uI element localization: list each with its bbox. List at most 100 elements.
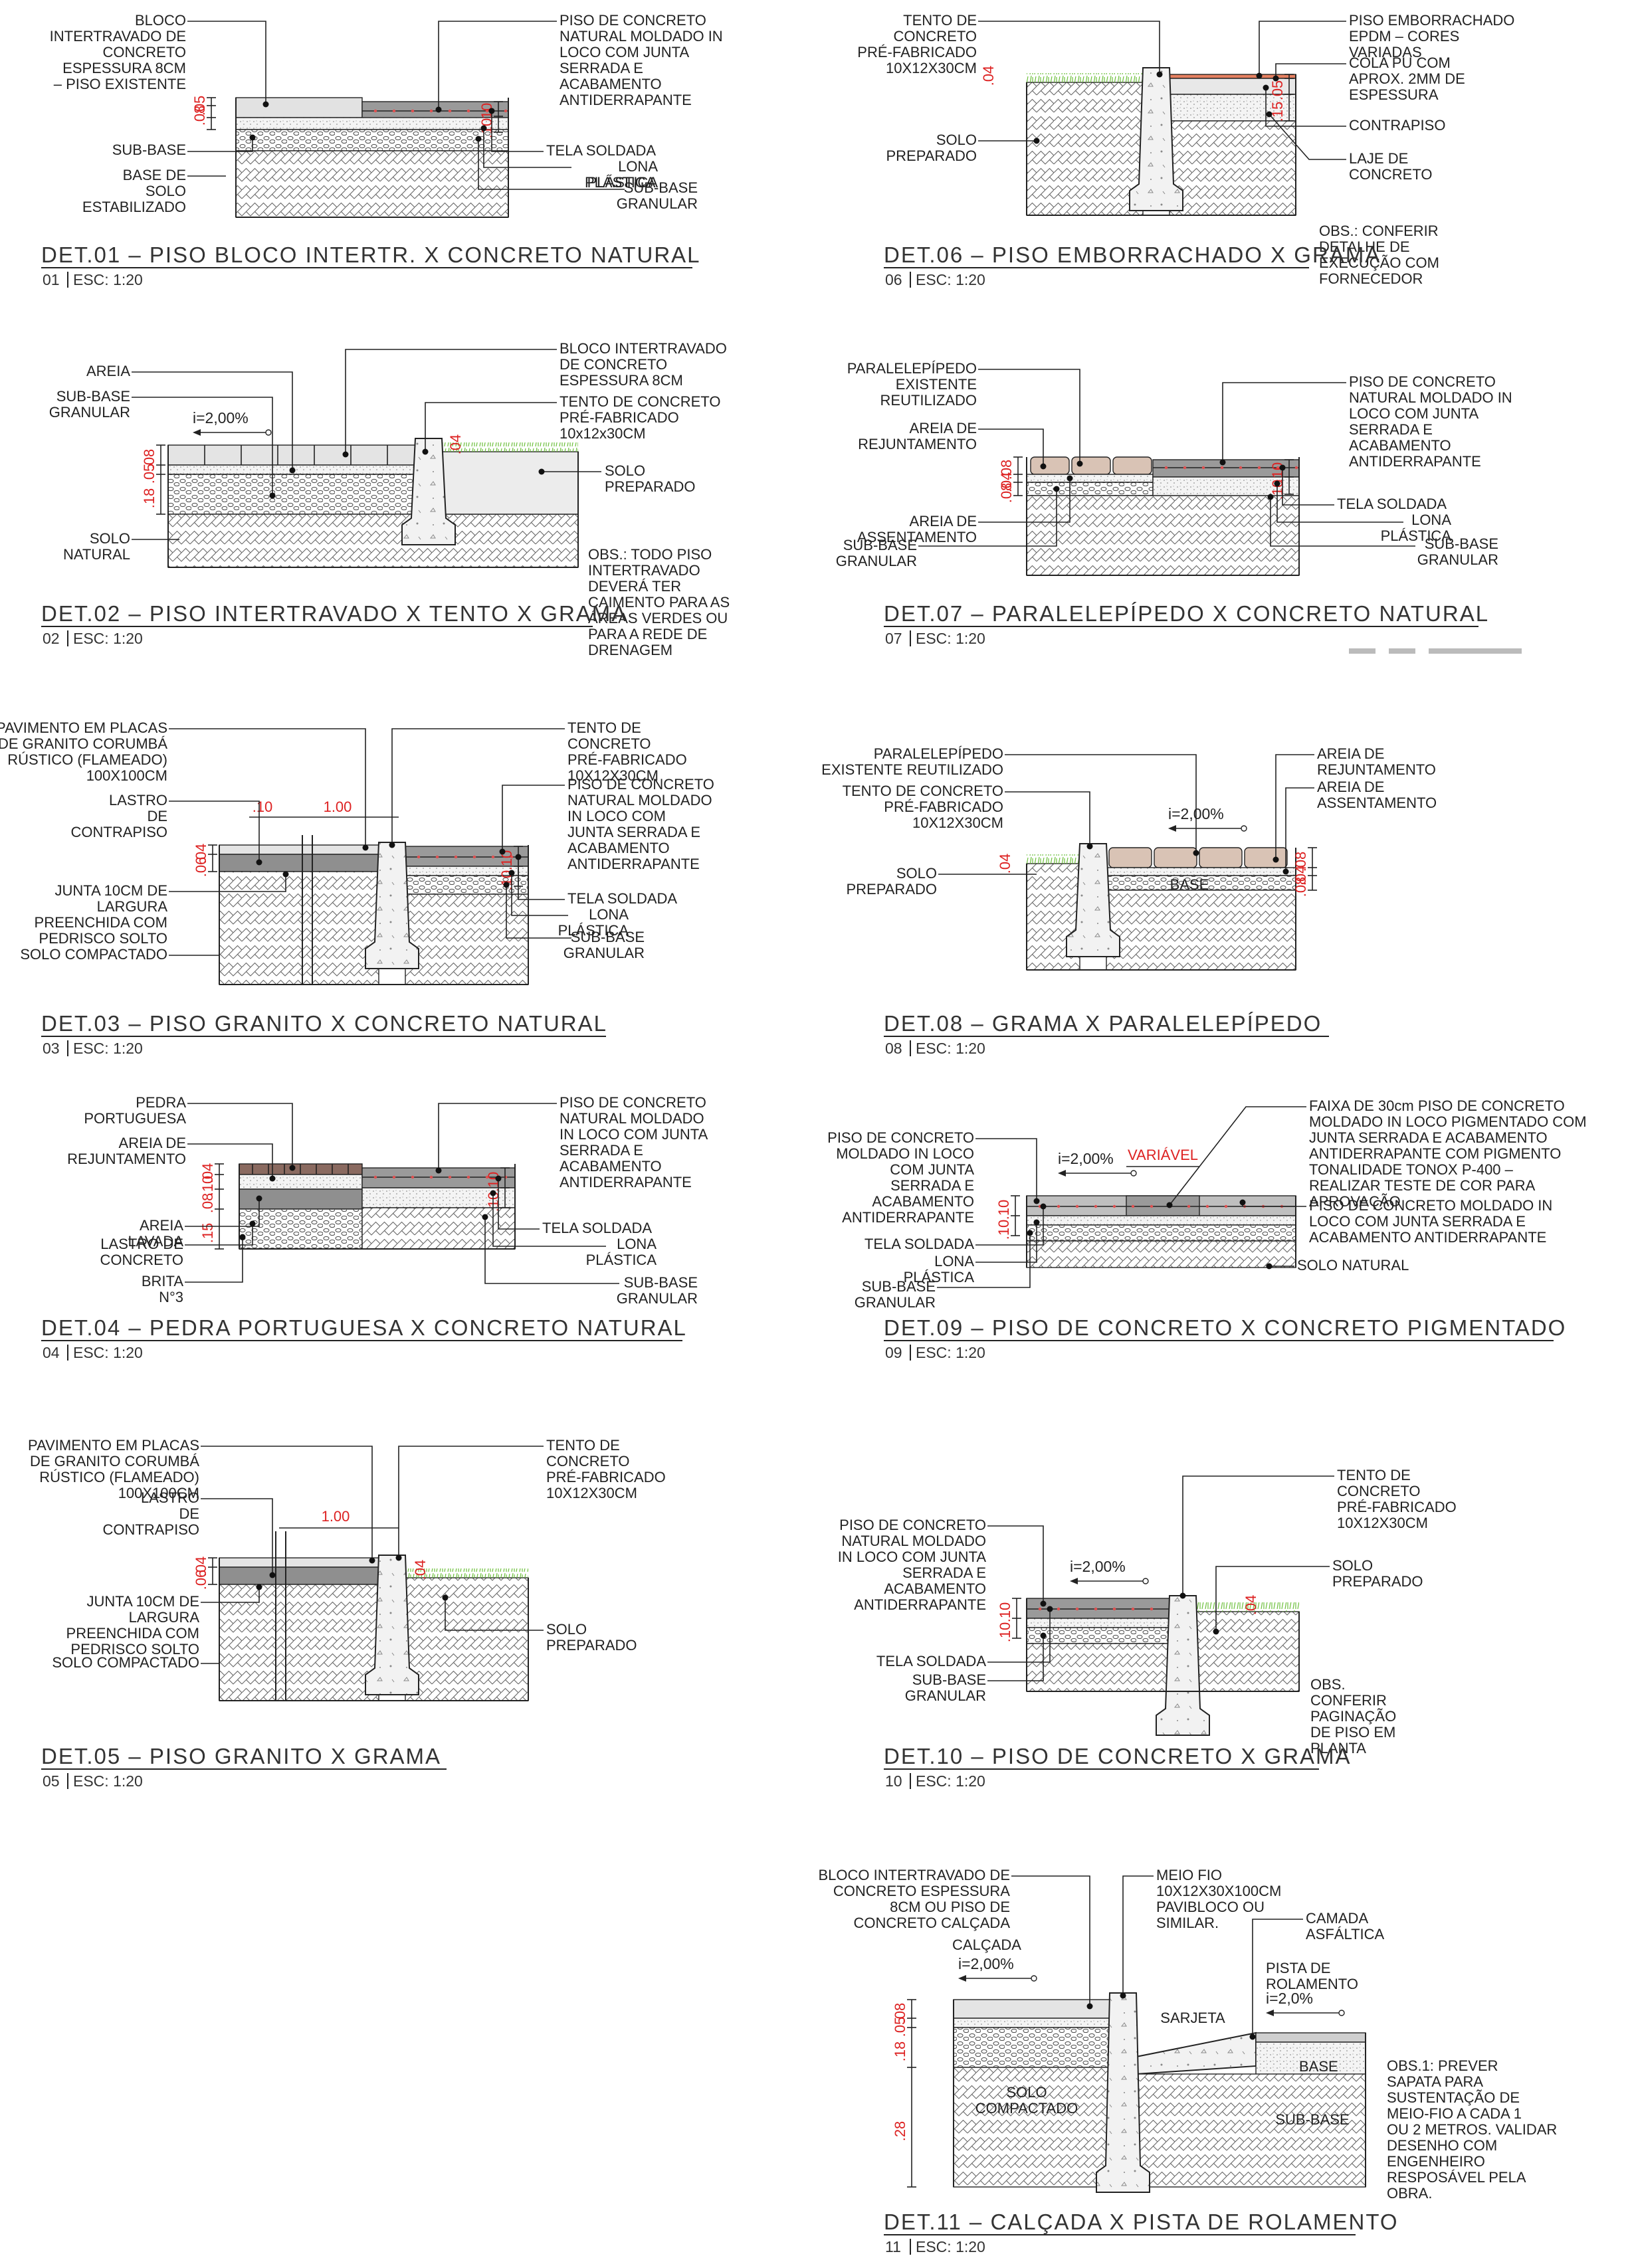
- mesh-node: [466, 109, 470, 113]
- detail-title: DET.05 – PISO GRANITO X GRAMA: [41, 1744, 441, 1768]
- slope-label: i=2,0%: [1266, 1990, 1313, 2007]
- leader-dot: [435, 1167, 442, 1174]
- detail-scale: ESC: 1:20: [916, 2238, 985, 2255]
- mesh-node: [373, 109, 377, 113]
- callout-label: SOLO COMPACTADO: [52, 1654, 199, 1671]
- leader-dot: [1256, 72, 1263, 79]
- detail-title: DET.11 – CALÇADA X PISTA DE ROLAMENTO: [884, 2210, 1399, 2234]
- leader-line: [978, 478, 1070, 523]
- sand-layer: [953, 2018, 1110, 2028]
- detail-title: DET.02 – PISO INTERTRAVADO X TENTO X GRA…: [41, 601, 627, 626]
- leader-dot: [1040, 1203, 1047, 1210]
- concrete-slab-layer: [405, 846, 529, 867]
- dimension-label: .04: [193, 844, 209, 864]
- mesh-node: [448, 109, 452, 113]
- dimension-label: .08: [998, 460, 1015, 480]
- leader-line: [1285, 787, 1314, 872]
- leader-dot: [262, 101, 269, 108]
- leader-dot: [1239, 1199, 1246, 1206]
- mesh-node: [392, 109, 396, 113]
- dimension-label: .04: [980, 66, 997, 86]
- leader-dot: [282, 871, 289, 878]
- mesh-node: [504, 109, 508, 113]
- leader-line: [937, 1233, 1031, 1288]
- dimension-label: .15: [1269, 102, 1286, 122]
- leader-line: [498, 1179, 540, 1230]
- leader-dot: [1033, 1198, 1040, 1204]
- leader-dot: [515, 854, 522, 860]
- sand-layer: [361, 1187, 516, 1208]
- mesh-node: [1150, 1607, 1154, 1611]
- cobblestone: [1244, 847, 1288, 868]
- leader-dot: [480, 125, 487, 132]
- leader-line: [1270, 497, 1415, 547]
- soil-layer: [1026, 1240, 1296, 1268]
- detail-scale: ESC: 1:20: [916, 630, 985, 647]
- dimension-label: .28: [892, 2121, 908, 2142]
- leader-line: [187, 138, 253, 152]
- dimension-label: .05: [892, 2017, 908, 2037]
- mesh-node: [1183, 466, 1187, 470]
- leader-line: [201, 1498, 273, 1575]
- callout-label: TELA SOLDADA: [546, 142, 656, 159]
- mesh-node: [1131, 1607, 1135, 1611]
- mesh-node: [485, 109, 489, 113]
- dimension-label: .04: [997, 854, 1013, 874]
- leader-line: [438, 1103, 557, 1171]
- variable-width-label: VARIÁVEL: [1128, 1147, 1198, 1163]
- leader-dot: [395, 1555, 402, 1561]
- grass-symbol: [442, 442, 578, 452]
- leader-line: [511, 873, 568, 916]
- callout-label: TELA SOLDADA: [876, 1653, 986, 1669]
- leader-line: [445, 1598, 544, 1631]
- slope-arrowhead: [1070, 1578, 1078, 1584]
- sub-base-layer: [953, 2027, 1110, 2068]
- screed-layer: [219, 854, 379, 872]
- sand-layer: [1026, 1215, 1296, 1226]
- detail-number: 05: [43, 1772, 60, 1790]
- slope-origin: [1241, 825, 1247, 832]
- dimension-label: .08: [1292, 877, 1309, 898]
- dimension-label: .10: [995, 1200, 1012, 1220]
- slope-arrowhead: [193, 429, 201, 436]
- callout-label: TELA SOLDADA: [567, 890, 677, 907]
- compacted-soil-layer: [953, 2067, 1110, 2188]
- leader-line: [492, 1193, 606, 1247]
- dimension-label: .04: [447, 434, 464, 455]
- precast-curb: [365, 842, 419, 969]
- dimension-label: .05: [191, 96, 208, 116]
- dimension-label: .05: [141, 464, 157, 484]
- leader-line: [478, 139, 625, 190]
- dimension-label: .05: [1269, 80, 1286, 101]
- cobblestone: [1199, 847, 1243, 868]
- hatch-swatch: [1429, 648, 1522, 654]
- dimension-label: 1.00: [322, 1508, 350, 1525]
- mesh-node: [417, 855, 421, 859]
- leader-dot: [1033, 1219, 1040, 1226]
- grass-symbol: [1196, 1602, 1299, 1612]
- leader-line: [978, 369, 1080, 464]
- precast-curb: [1129, 67, 1183, 211]
- leader-dot: [369, 1557, 375, 1564]
- leader-line: [1011, 1875, 1090, 2006]
- mesh-node: [1038, 1607, 1042, 1611]
- cobblestone: [1112, 456, 1152, 475]
